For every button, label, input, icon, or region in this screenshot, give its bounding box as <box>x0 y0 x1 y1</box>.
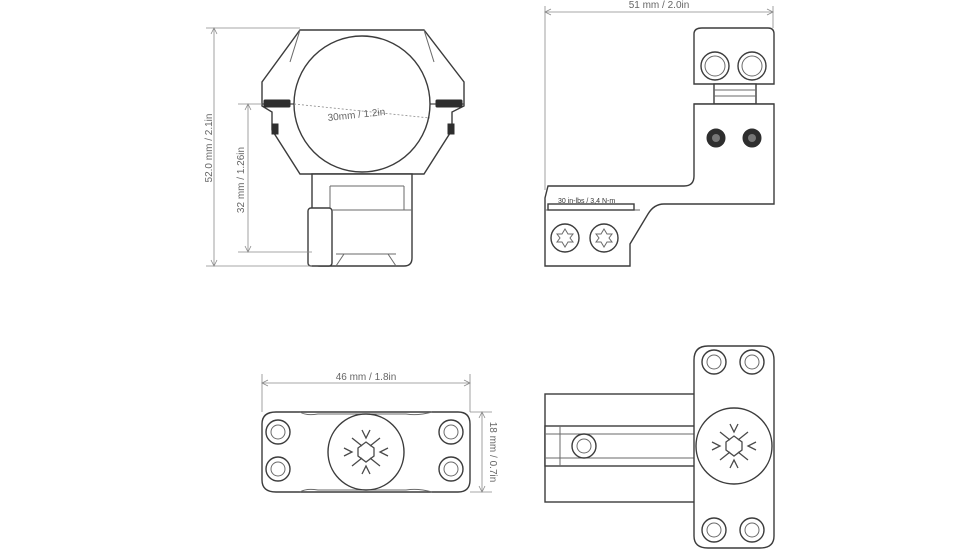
base-hole-inner <box>270 424 286 440</box>
clamp-screw-right <box>435 99 463 108</box>
clamp-nut-right <box>447 123 455 135</box>
cap-hole-inner <box>744 354 760 370</box>
base-hole-inner <box>443 461 459 477</box>
torx-icon <box>595 228 613 248</box>
torque-band <box>547 203 635 211</box>
arrow <box>261 379 269 387</box>
arrow <box>478 485 486 493</box>
base-detail <box>387 253 397 267</box>
center-height-label: 32 mm / 1.26in <box>236 147 247 213</box>
recoil-lug <box>307 207 333 267</box>
clamp-nut-left <box>271 123 279 135</box>
side-screw-right-center <box>748 134 756 142</box>
torx-icon <box>556 228 574 248</box>
bevel-line <box>289 29 301 63</box>
arrow <box>210 27 218 35</box>
base-hole <box>438 419 464 445</box>
side-split-band <box>713 83 757 105</box>
side-view: 51 mm / 2.0in 30 in-lbs / 3,4 N-m <box>544 0 775 267</box>
top-view <box>544 345 775 549</box>
cap-hole-inner <box>744 522 760 538</box>
cap-bolt-right-inner <box>741 55 763 77</box>
logo-icon <box>343 429 389 475</box>
logo-disc <box>327 413 405 491</box>
base-hole <box>265 419 291 445</box>
base-hole <box>438 456 464 482</box>
diameter-line <box>293 103 431 119</box>
cap-hole <box>739 349 765 375</box>
arrow <box>478 411 486 419</box>
base-hole <box>265 456 291 482</box>
clamp-screw-left <box>263 99 291 108</box>
overall-width-label: 51 mm / 2.0in <box>629 0 690 11</box>
top-logo-icon <box>711 423 757 469</box>
cap-hole <box>739 517 765 543</box>
torx-screw-right <box>589 223 619 253</box>
bottom-view: 46 mm / 1.8in 18 mm / 0.7in <box>261 372 498 493</box>
top-logo-disc <box>695 407 773 485</box>
base-detail <box>335 253 345 267</box>
base-length-label: 46 mm / 1.8in <box>336 372 397 383</box>
cap-hole-inner <box>706 354 722 370</box>
cap-hole <box>701 517 727 543</box>
arrow <box>544 8 552 16</box>
arrow <box>244 245 252 253</box>
arrow <box>766 8 774 16</box>
arrow <box>244 103 252 111</box>
arrow <box>463 379 471 387</box>
side-screw-left-center <box>712 134 720 142</box>
torx-screw-left <box>550 223 580 253</box>
cap-hole-inner <box>706 522 722 538</box>
base-width-label: 18 mm / 0.7in <box>487 422 498 483</box>
arrow <box>210 259 218 267</box>
torque-label: 30 in-lbs / 3,4 N-m <box>558 198 615 205</box>
tube-clamp-band <box>544 425 696 467</box>
cap-bolt-left-inner <box>704 55 726 77</box>
side-offset-arm <box>544 103 775 267</box>
scope-bore <box>293 35 431 173</box>
base-hole-inner <box>270 461 286 477</box>
front-view: 30mm / 1.2in 52.0 mm / 2.1in 32 mm / 1.2… <box>204 27 465 267</box>
tube-screw-inner <box>576 438 592 454</box>
tube-screw <box>571 433 597 459</box>
total-height-label: 52.0 mm / 2.1in <box>204 114 215 183</box>
bevel-line <box>423 29 435 63</box>
base-hole-inner <box>443 424 459 440</box>
cap-hole <box>701 349 727 375</box>
